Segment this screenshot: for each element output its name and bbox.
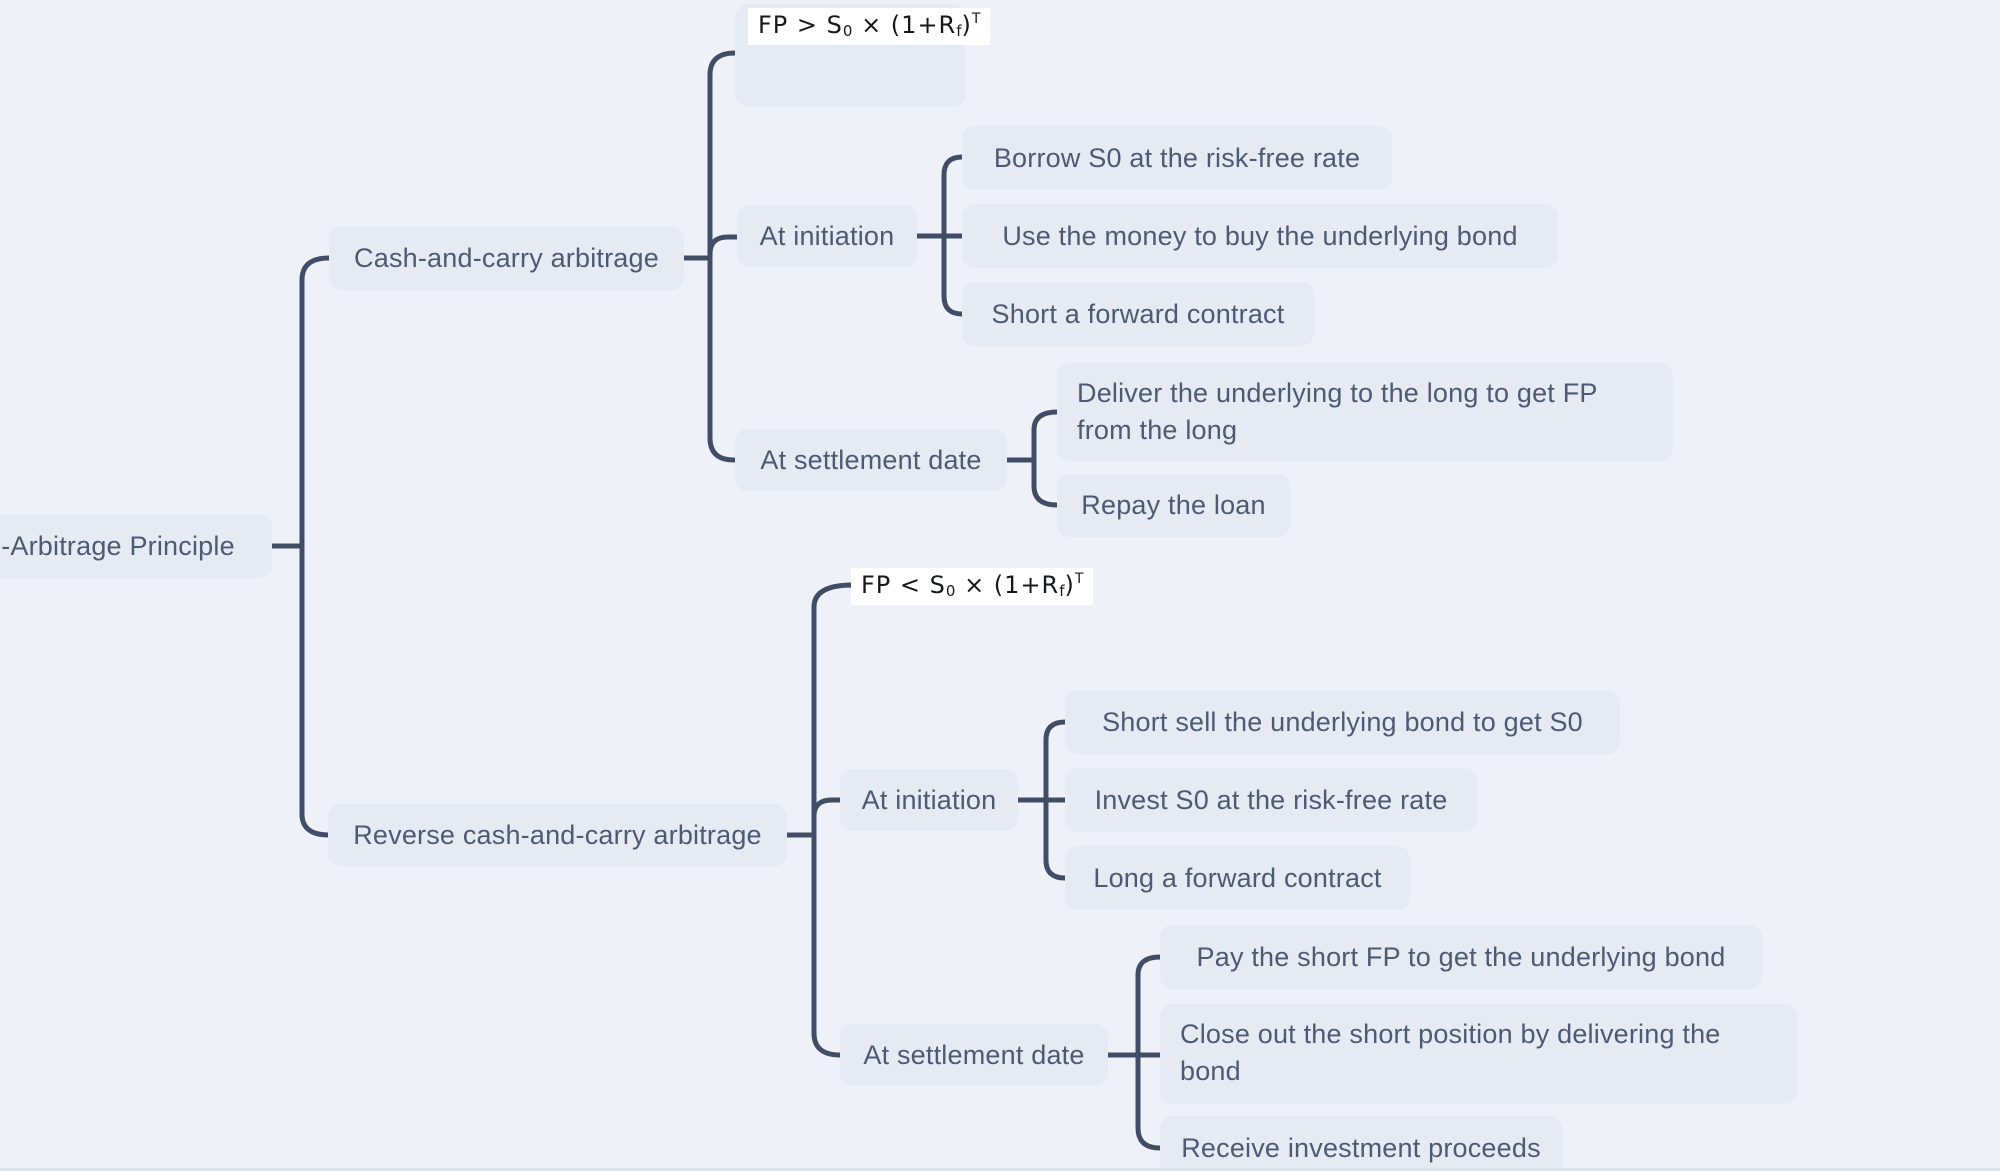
- node-close-out-short-position[interactable]: Close out the short position by deliveri…: [1160, 1004, 1797, 1104]
- node-borrow-s0[interactable]: Borrow S0 at the risk-free rate: [962, 126, 1392, 190]
- formula-cash-and-carry-image: FP > S0 × (1+Rf)T: [748, 8, 991, 45]
- node-pay-short-fp[interactable]: Pay the short FP to get the underlying b…: [1160, 925, 1762, 989]
- canvas-bottom-edge: [0, 1168, 2000, 1171]
- node-short-forward-contract[interactable]: Short a forward contract: [962, 282, 1314, 346]
- connector-branch1-atinitiation-elbow: [707, 234, 740, 260]
- node-deliver-underlying[interactable]: Deliver the underlying to the long to ge…: [1057, 363, 1673, 461]
- node-long-forward-contract[interactable]: Long a forward contract: [1065, 846, 1410, 910]
- node-reverse-cash-and-carry-arbitrage[interactable]: Reverse cash-and-carry arbitrage: [328, 804, 787, 866]
- connector-branch1-trunk: [707, 50, 738, 463]
- node-at-settlement-date-2[interactable]: At settlement date: [840, 1024, 1108, 1086]
- node-cash-and-carry-arbitrage[interactable]: Cash-and-carry arbitrage: [329, 226, 684, 290]
- node-at-initiation-1[interactable]: At initiation: [737, 205, 917, 267]
- connector-main-trunk: [299, 255, 332, 838]
- node-invest-s0[interactable]: Invest S0 at the risk-free rate: [1065, 768, 1477, 832]
- node-formula-reverse-cash-and-carry[interactable]: FP < S0 × (1+Rf)T: [851, 568, 1094, 605]
- node-repay-loan[interactable]: Repay the loan: [1057, 474, 1290, 537]
- connector-atsettlement2-bracket: [1135, 954, 1163, 1151]
- connector-atsettlement1-bracket: [1031, 409, 1060, 508]
- connector-branch2-atinitiation-elbow: [811, 797, 843, 823]
- node-at-settlement-date-1[interactable]: At settlement date: [735, 429, 1007, 491]
- node-use-money-buy-bond[interactable]: Use the money to buy the underlying bond: [962, 204, 1558, 268]
- node-root-arbitrage-principle[interactable]: -Arbitrage Principle: [0, 514, 272, 578]
- formula-text: FP > S0 × (1+Rf)T: [758, 11, 981, 40]
- node-short-sell-bond[interactable]: Short sell the underlying bond to get S0: [1065, 690, 1620, 754]
- formula-text: FP < S0 × (1+Rf)T: [861, 571, 1084, 600]
- node-receive-investment-proceeds[interactable]: Receive investment proceeds: [1160, 1116, 1562, 1171]
- node-at-initiation-2[interactable]: At initiation: [840, 769, 1018, 831]
